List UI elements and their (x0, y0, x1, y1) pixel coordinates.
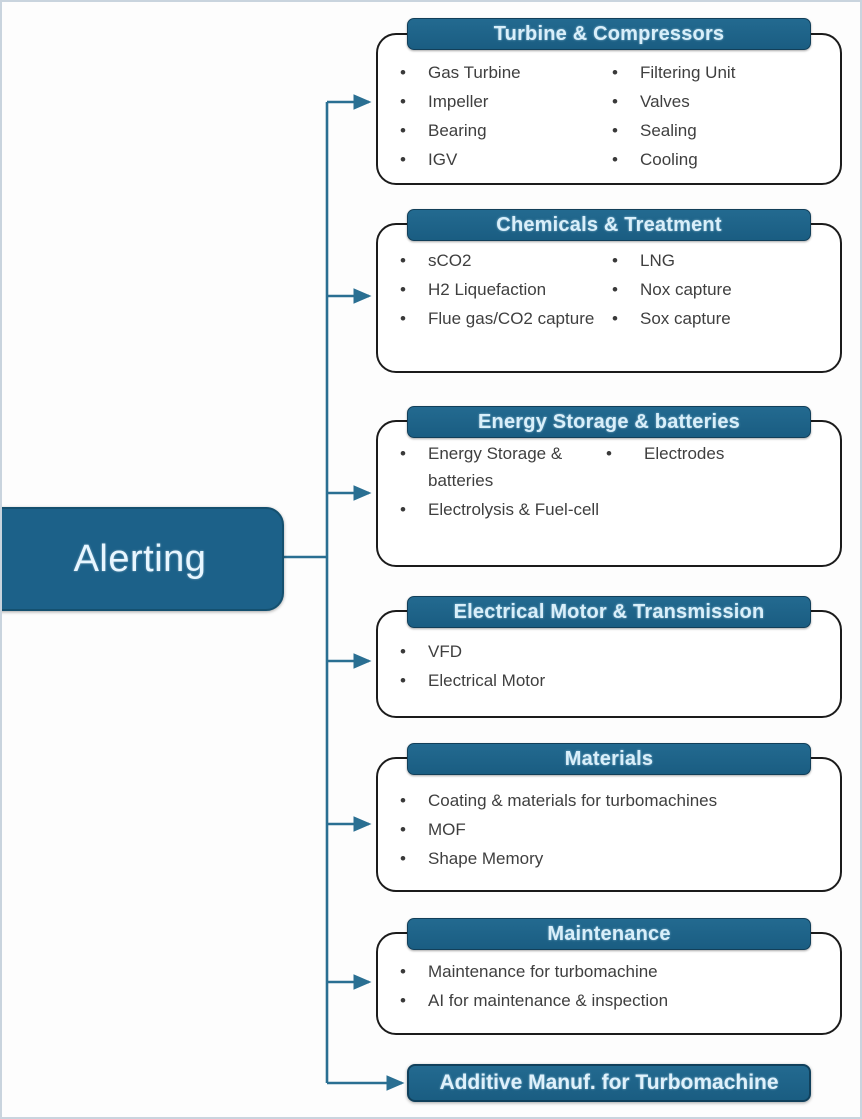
branch-card-energy-storage-batteries[interactable]: •Energy Storage & batteries •Electrolysi… (376, 420, 842, 567)
list-item[interactable]: •Bearing (396, 117, 616, 144)
root-node-alerting[interactable]: Alerting (2, 507, 284, 611)
list-item[interactable]: •Shape Memory (396, 845, 826, 872)
list-item[interactable]: •Electrical Motor (396, 667, 616, 694)
bullet-icon: • (400, 63, 406, 82)
branch-header-label: Materials (564, 747, 654, 770)
branch-leaf-additive-manufacturing[interactable]: Additive Manuf. for Turbomachine (407, 1064, 811, 1102)
bullet-icon: • (400, 309, 406, 328)
list-item[interactable]: •Gas Turbine (396, 59, 616, 86)
branch-card-body: •Maintenance for turbomachine •AI for ma… (378, 934, 840, 1033)
bullet-icon: • (400, 251, 406, 270)
bullet-column-left: •Maintenance for turbomachine •AI for ma… (396, 958, 826, 1016)
bullet-column-left: •sCO2 •H2 Liquefaction •Flue gas/CO2 cap… (396, 247, 616, 334)
branch-header-label: Chemicals & Treatment (496, 213, 722, 236)
branch-card-materials[interactable]: •Coating & materials for turbomachines •… (376, 757, 842, 892)
list-item[interactable]: •Sox capture (606, 305, 838, 332)
bullet-icon: • (612, 280, 618, 299)
list-item[interactable]: •Filtering Unit (606, 59, 838, 86)
bullet-icon: • (400, 92, 406, 111)
branch-header-label: Turbine & Compressors (493, 22, 725, 45)
bullet-icon: • (400, 500, 406, 519)
bullet-column-right: •Electrodes (600, 440, 832, 469)
bullet-icon: • (400, 671, 406, 690)
list-item[interactable]: •Flue gas/CO2 capture (396, 305, 616, 332)
list-item[interactable]: •Electrodes (600, 440, 832, 467)
branch-card-turbine-compressors[interactable]: •Gas Turbine •Impeller •Bearing •IGV •Fi… (376, 33, 842, 185)
branch-card-electrical-motor-transmission[interactable]: •VFD •Electrical Motor (376, 610, 842, 718)
bullet-icon: • (612, 251, 618, 270)
bullet-icon: • (612, 121, 618, 140)
list-item[interactable]: •Impeller (396, 88, 616, 115)
bullet-column-left: •Energy Storage & batteries •Electrolysi… (396, 440, 608, 525)
list-item[interactable]: •Cooling (606, 146, 838, 173)
branch-header-label: Maintenance (547, 922, 671, 945)
branch-header-energy-storage-batteries[interactable]: Energy Storage & batteries (407, 406, 811, 438)
branch-card-body: •sCO2 •H2 Liquefaction •Flue gas/CO2 cap… (378, 225, 840, 371)
list-item[interactable]: •MOF (396, 816, 826, 843)
bullet-icon: • (400, 849, 406, 868)
list-item[interactable]: •H2 Liquefaction (396, 276, 616, 303)
branch-header-turbine-compressors[interactable]: Turbine & Compressors (407, 18, 811, 50)
branch-card-body: •VFD •Electrical Motor (378, 612, 840, 716)
list-item[interactable]: •AI for maintenance & inspection (396, 987, 826, 1014)
branch-card-chemicals-treatment[interactable]: •sCO2 •H2 Liquefaction •Flue gas/CO2 cap… (376, 223, 842, 373)
branch-card-body: •Energy Storage & batteries •Electrolysi… (378, 422, 840, 565)
bullet-icon: • (400, 280, 406, 299)
list-item[interactable]: •VFD (396, 638, 616, 665)
bullet-column-left: •VFD •Electrical Motor (396, 638, 616, 696)
branch-card-body: •Coating & materials for turbomachines •… (378, 759, 840, 890)
bullet-icon: • (400, 820, 406, 839)
bullet-icon: • (612, 63, 618, 82)
bullet-icon: • (612, 92, 618, 111)
list-item[interactable]: •Electrolysis & Fuel-cell (396, 496, 608, 523)
list-item[interactable]: •Energy Storage & batteries (396, 440, 608, 494)
list-item[interactable]: •Maintenance for turbomachine (396, 958, 826, 985)
bullet-column-right: •Filtering Unit •Valves •Sealing •Coolin… (606, 59, 838, 175)
list-item[interactable]: •IGV (396, 146, 616, 173)
bullet-icon: • (400, 121, 406, 140)
list-item[interactable]: •Valves (606, 88, 838, 115)
bullet-icon: • (400, 791, 406, 810)
branch-header-label: Electrical Motor & Transmission (453, 600, 765, 623)
bullet-column-right: •LNG •Nox capture •Sox capture (606, 247, 838, 334)
list-item[interactable]: •Coating & materials for turbomachines (396, 787, 826, 814)
branch-header-electrical-motor-transmission[interactable]: Electrical Motor & Transmission (407, 596, 811, 628)
branch-card-body: •Gas Turbine •Impeller •Bearing •IGV •Fi… (378, 35, 840, 183)
branch-header-label: Energy Storage & batteries (478, 410, 740, 433)
bullet-icon: • (400, 991, 406, 1010)
bullet-column-left: •Gas Turbine •Impeller •Bearing •IGV (396, 59, 616, 175)
bullet-icon: • (400, 642, 406, 661)
branch-header-chemicals-treatment[interactable]: Chemicals & Treatment (407, 209, 811, 241)
list-item[interactable]: •Sealing (606, 117, 838, 144)
list-item[interactable]: •LNG (606, 247, 838, 274)
bullet-icon: • (400, 150, 406, 169)
branch-header-materials[interactable]: Materials (407, 743, 811, 775)
list-item[interactable]: •sCO2 (396, 247, 616, 274)
bullet-icon: • (400, 962, 406, 981)
list-item[interactable]: •Nox capture (606, 276, 838, 303)
bullet-icon: • (612, 150, 618, 169)
root-node-label: Alerting (73, 537, 207, 580)
bullet-icon: • (612, 309, 618, 328)
branch-leaf-label: Additive Manuf. for Turbomachine (439, 1071, 779, 1094)
bullet-column-left: •Coating & materials for turbomachines •… (396, 787, 826, 874)
branch-header-maintenance[interactable]: Maintenance (407, 918, 811, 950)
bullet-icon: • (400, 444, 406, 463)
bullet-icon: • (606, 444, 612, 463)
